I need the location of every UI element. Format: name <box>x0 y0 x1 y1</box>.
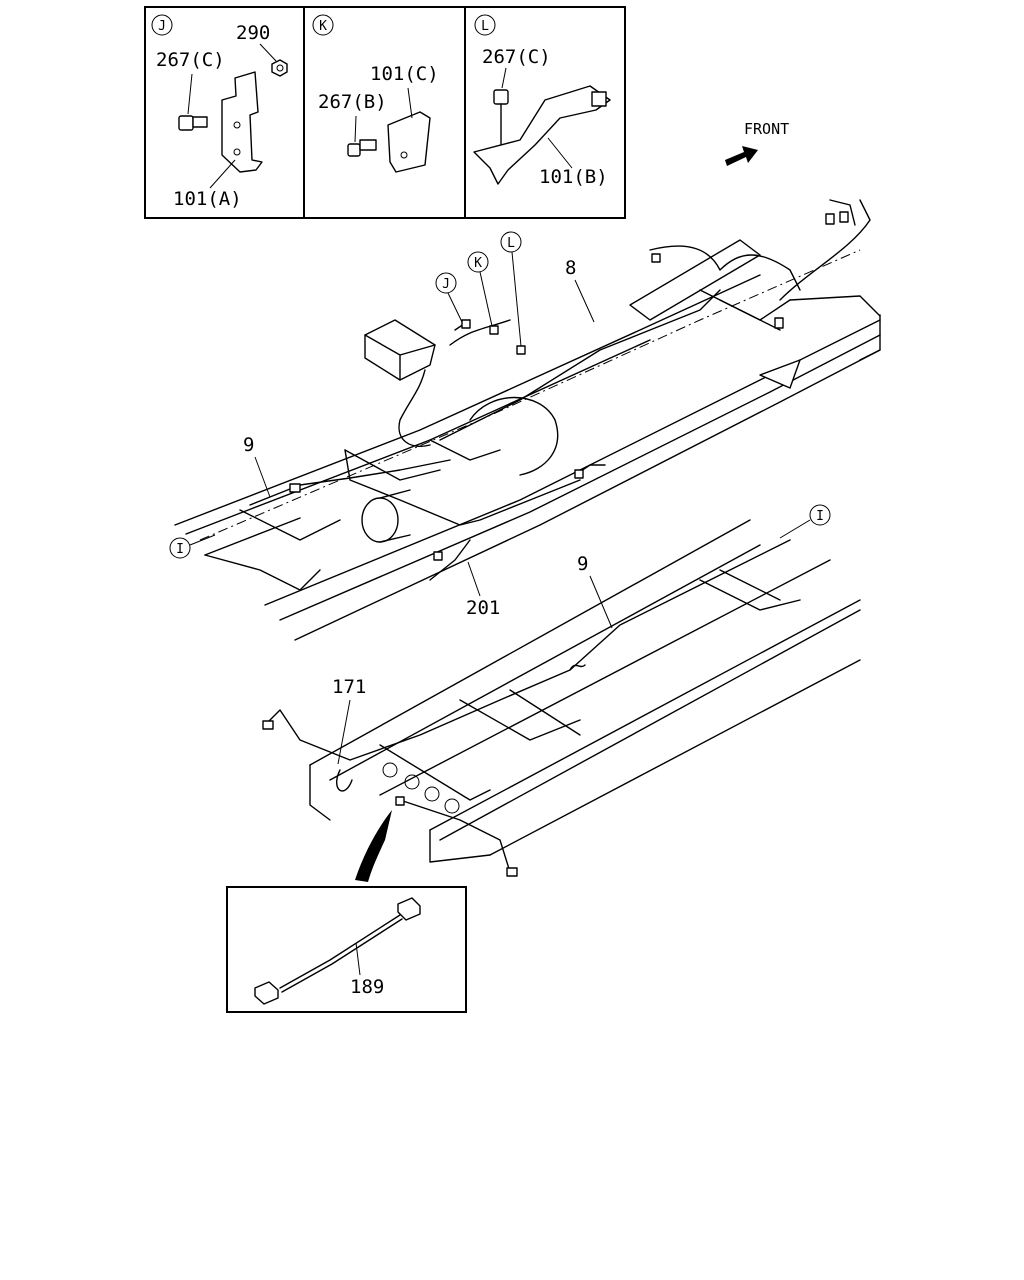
label-189: 189 <box>350 976 384 998</box>
lower-callouts: 9 I 171 <box>332 504 831 765</box>
connector-icon <box>397 897 421 921</box>
detail-box-k: K 101(C) 267(B) <box>303 6 466 219</box>
label-267c-j: 267(C) <box>156 49 225 71</box>
callout-l: L <box>507 236 515 251</box>
upper-callouts: J K L 8 9 I 201 <box>169 231 595 619</box>
bracket-101b-icon <box>473 85 611 185</box>
callout-i-left: I <box>176 542 184 557</box>
upper-chassis-frame <box>174 239 881 641</box>
detail-box-l: L 267(C) 101(B) <box>464 6 626 219</box>
front-arrow-icon <box>725 146 758 166</box>
label-267c-l: 267(C) <box>482 46 551 68</box>
bolt-icon <box>493 67 509 146</box>
bolt-icon <box>347 115 377 157</box>
bolt-icon <box>178 73 208 131</box>
detail-pointer-arrow <box>355 810 392 882</box>
label-8: 8 <box>565 257 576 279</box>
front-label: FRONT <box>744 120 789 138</box>
label-101b: 101(B) <box>539 166 608 188</box>
front-indicator: FRONT <box>725 120 789 166</box>
connector-icon <box>254 981 279 1005</box>
bracket-101c-icon <box>387 87 431 173</box>
bracket-101a-icon <box>209 71 263 189</box>
label-9-upper: 9 <box>243 434 254 456</box>
label-171: 171 <box>332 676 366 698</box>
nut-icon <box>259 43 288 77</box>
callout-i-right: I <box>816 509 824 524</box>
label-101a: 101(A) <box>173 188 242 210</box>
detail-j-marker: J <box>158 19 166 34</box>
detail-k-marker: K <box>319 19 327 34</box>
detail-box-189: 189 <box>226 886 467 1013</box>
label-201: 201 <box>466 597 500 619</box>
callout-k: K <box>474 256 482 271</box>
label-101c: 101(C) <box>370 63 439 85</box>
callout-j: J <box>442 277 450 292</box>
label-290: 290 <box>236 22 270 44</box>
lower-harness <box>262 539 791 877</box>
label-267b: 267(B) <box>318 91 387 113</box>
upper-harness <box>249 199 871 581</box>
label-9-lower: 9 <box>577 553 588 575</box>
detail-box-j: J 290 267(C) 101(A) <box>144 6 305 219</box>
detail-l-marker: L <box>481 19 489 34</box>
